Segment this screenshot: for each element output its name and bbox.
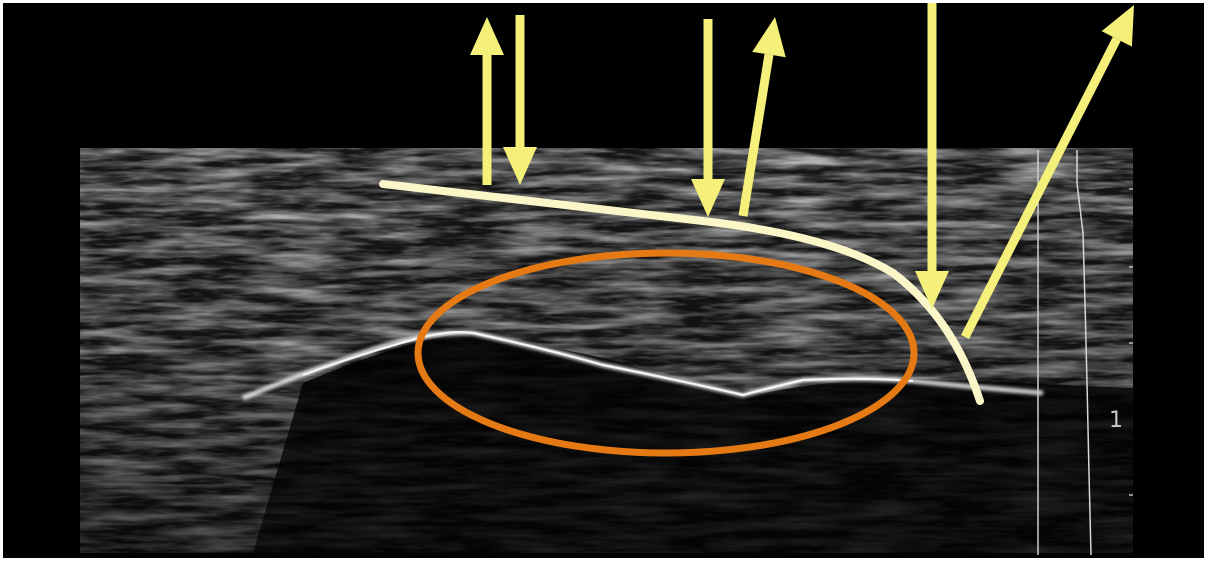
arrow-down-icon xyxy=(691,19,725,217)
ultrasound-scene xyxy=(3,3,1204,558)
arrow-head xyxy=(752,17,786,57)
arrow-head xyxy=(470,17,504,55)
depth-scale-label: 1 xyxy=(1109,408,1123,433)
ultrasound-screen: 1 xyxy=(3,3,1204,558)
